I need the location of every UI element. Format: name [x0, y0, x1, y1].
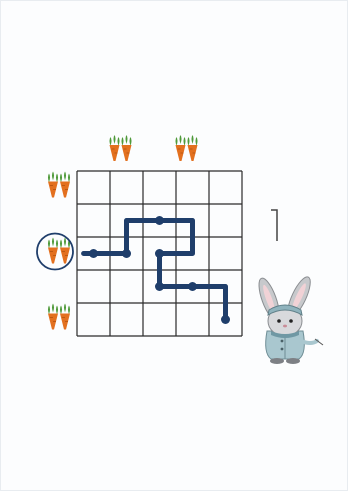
rabbit-icon [255, 274, 323, 364]
carrot-leaf [64, 304, 66, 313]
carrot-pair-top [110, 135, 132, 161]
carrot-icon [188, 135, 198, 161]
carrot-leaf [122, 137, 124, 146]
carrot-icon [122, 135, 132, 161]
rabbit-arm [301, 341, 317, 343]
carrot-leaf [48, 174, 50, 183]
carrot-leaf [52, 172, 54, 181]
carrot-icon [48, 172, 58, 198]
carrot-leaf [114, 135, 116, 144]
rabbit-foot [270, 358, 284, 364]
carrot-leaf [52, 304, 54, 313]
carrot-icon [48, 304, 58, 330]
carrot-icon [60, 238, 70, 264]
rabbit-nose [283, 325, 287, 328]
carrot-icon [60, 172, 70, 198]
path-node-dot [221, 315, 230, 324]
carrot-leaf [64, 238, 66, 247]
carrot-leaf [56, 306, 58, 315]
carrot-leaf [56, 174, 58, 183]
carrot-pair-top [176, 135, 198, 161]
carrot-leaf [180, 135, 182, 144]
carrot-pair-left [48, 238, 70, 264]
rabbit-eye [277, 319, 281, 323]
rabbit-eye [289, 319, 293, 323]
carrot-leaf [64, 172, 66, 181]
carrot-leaf [60, 174, 62, 183]
path-node-dot [188, 282, 197, 291]
carrot-leaf [188, 137, 190, 146]
carrot-pair-left [48, 304, 70, 330]
carrot-leaf [126, 135, 128, 144]
carrot-leaf [110, 137, 112, 146]
path-node-dot [155, 282, 164, 291]
coat-button [281, 340, 284, 343]
carrot-leaf [130, 137, 132, 146]
carrot-icon [110, 135, 120, 161]
carrot-leaf [60, 240, 62, 249]
carrot-icon [176, 135, 186, 161]
rabbit-foot [286, 358, 300, 364]
path-node-dot [122, 249, 131, 258]
carrot-leaf [68, 306, 70, 315]
carrot-leaf [176, 137, 178, 146]
carrot-leaf [52, 238, 54, 247]
carrot-leaf [56, 240, 58, 249]
carrot-leaf [118, 137, 120, 146]
path-node-dot [155, 249, 164, 258]
carrot-leaf [48, 306, 50, 315]
carrot-leaf [192, 135, 194, 144]
carrot-leaf [184, 137, 186, 146]
carrot-leaf [60, 306, 62, 315]
carrot-leaf [68, 174, 70, 183]
carrot-icon [60, 304, 70, 330]
coat-button [281, 348, 284, 351]
carrot-leaf [196, 137, 198, 146]
carrot-icon [48, 238, 58, 264]
carrot-pair-left [48, 172, 70, 198]
path-node-dot [155, 216, 164, 225]
bracket-mark [271, 210, 277, 241]
carrot-leaf [48, 240, 50, 249]
path-node-dot [89, 249, 98, 258]
